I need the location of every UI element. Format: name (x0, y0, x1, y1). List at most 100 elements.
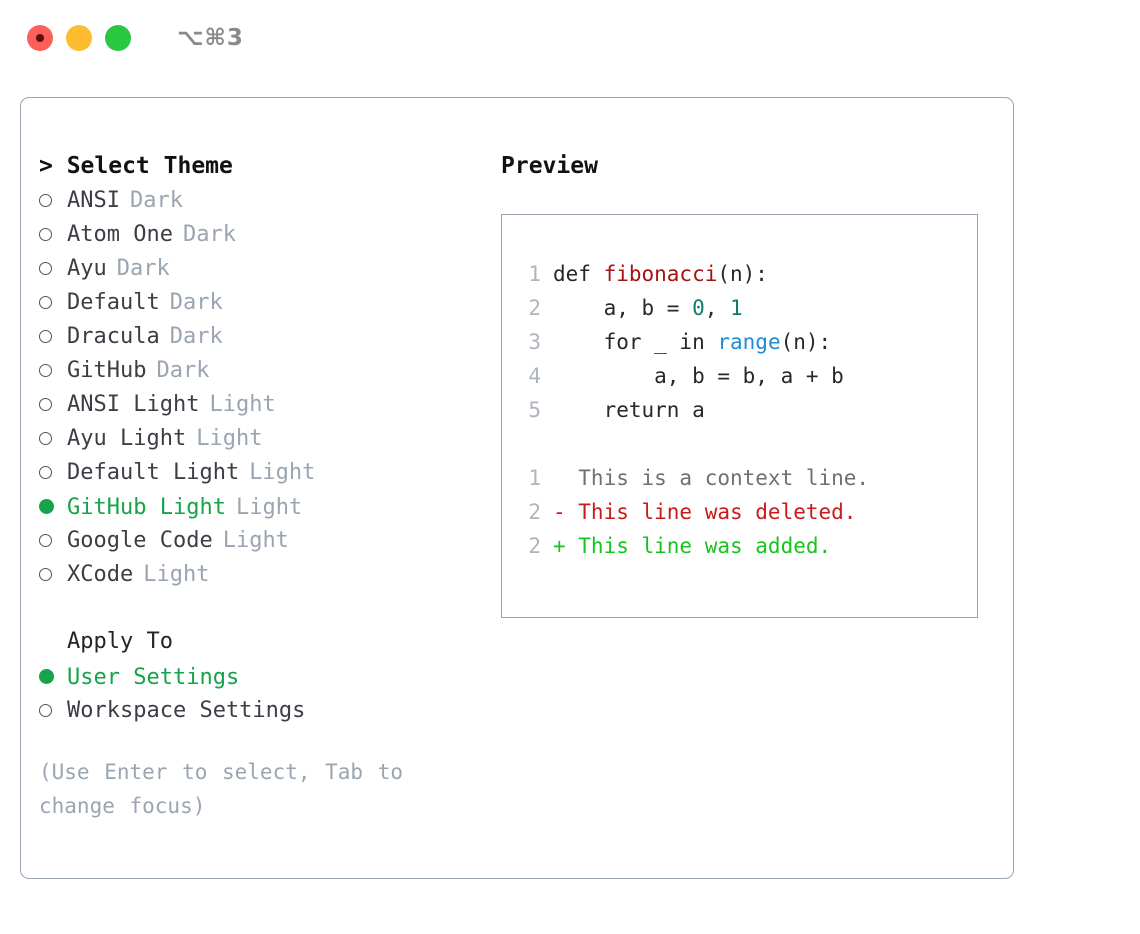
radio-unselected-icon[interactable] (39, 693, 67, 727)
radio-dot (39, 193, 52, 207)
radio-unselected-icon[interactable] (39, 319, 67, 353)
radio-unselected-icon[interactable] (39, 523, 67, 557)
radio-unselected-icon[interactable] (39, 285, 67, 319)
theme-list-item[interactable]: GitHub Light Light (39, 489, 489, 523)
theme-name-label: XCode (67, 561, 134, 587)
apply-to-label: Workspace Settings (67, 697, 306, 723)
radio-dot (39, 227, 52, 241)
apply-to-list-item[interactable]: User Settings (39, 659, 489, 693)
diff-line: 1 This is a context line. (515, 461, 869, 495)
theme-name-label: Google Code (67, 527, 213, 553)
theme-variant-label: Dark (156, 357, 210, 383)
theme-name-label: Default (67, 289, 160, 315)
theme-list-item[interactable]: ANSI Light Light (39, 387, 489, 421)
title-bar: ⌥⌘3 (0, 0, 1140, 76)
code-token: def (553, 262, 604, 286)
code-token: for _ in (553, 330, 718, 354)
theme-variant-label: Light (222, 527, 289, 553)
code-line-number: 1 (528, 466, 541, 490)
maximize-button[interactable] (105, 25, 131, 51)
radio-unselected-icon[interactable] (39, 387, 67, 421)
radio-dot (39, 295, 52, 309)
radio-unselected-icon[interactable] (39, 353, 67, 387)
theme-name-label: ANSI (67, 187, 120, 213)
radio-dot (39, 668, 54, 684)
theme-list-item[interactable]: Dracula Dark (39, 319, 489, 353)
radio-dot (39, 261, 52, 275)
radio-dot (39, 431, 52, 445)
close-button[interactable] (27, 25, 53, 51)
diff-line: 2+ This line was added. (515, 529, 869, 563)
keyboard-shortcut-label: ⌥⌘3 (177, 25, 244, 51)
diff-line-text: + This line was added. (553, 534, 832, 558)
radio-dot (39, 465, 52, 479)
code-token: 1 (730, 296, 743, 320)
radio-dot (39, 329, 52, 343)
radio-unselected-icon[interactable] (39, 183, 67, 217)
theme-name-label: GitHub Light (67, 494, 226, 520)
diff-line-text: This is a context line. (553, 466, 870, 490)
select-theme-header: > Select Theme (39, 153, 233, 179)
radio-unselected-icon[interactable] (39, 421, 67, 455)
diff-line: 2- This line was deleted. (515, 495, 869, 529)
code-line: 2 a, b = 0, 1 (515, 291, 869, 325)
minimize-button[interactable] (66, 25, 92, 51)
code-line-number: 2 (528, 296, 541, 320)
code-line: 4 a, b = b, a + b (515, 359, 869, 393)
radio-unselected-icon[interactable] (39, 455, 67, 489)
code-blank-line (515, 427, 869, 461)
radio-selected-icon[interactable] (39, 489, 67, 523)
code-line: 1 def fibonacci(n): (515, 257, 869, 291)
theme-variant-label: Dark (129, 187, 183, 213)
code-token: 0 (692, 296, 705, 320)
theme-variant-label: Dark (169, 323, 223, 349)
code-token: (n): (780, 330, 832, 354)
theme-list-item[interactable]: Default Dark (39, 285, 489, 319)
theme-list-item[interactable]: ANSI Dark (39, 183, 489, 217)
theme-name-label: GitHub (67, 357, 147, 383)
theme-variant-label: Light (235, 494, 303, 520)
code-line: 5 return a (515, 393, 869, 427)
theme-list-item[interactable]: GitHub Dark (39, 353, 489, 387)
radio-dot (39, 363, 52, 377)
radio-unselected-icon[interactable] (39, 557, 67, 591)
radio-unselected-icon[interactable] (39, 251, 67, 285)
theme-variant-label: Dark (169, 289, 223, 315)
code-token: (n): (717, 262, 768, 286)
radio-dot (39, 567, 52, 581)
keyboard-hint-text: (Use Enter to select, Tab to change focu… (39, 760, 404, 818)
apply-to-header: Apply To (67, 629, 173, 654)
theme-variant-label: Light (249, 459, 316, 485)
theme-list-item[interactable]: Google Code Light (39, 523, 489, 557)
theme-variant-label: Light (209, 391, 276, 417)
radio-selected-icon[interactable] (39, 659, 67, 693)
theme-name-label: Ayu (67, 255, 107, 281)
radio-dot (39, 397, 52, 411)
code-token: return a (553, 398, 705, 422)
code-token: fibonacci (603, 262, 718, 286)
code-line-number: 4 (528, 364, 541, 388)
theme-name-label: ANSI Light (67, 391, 200, 417)
theme-name-label: Dracula (67, 323, 160, 349)
recording-indicator-icon (36, 34, 44, 42)
radio-dot (39, 703, 52, 717)
code-line-number: 1 (528, 262, 541, 286)
theme-name-label: Ayu Light (67, 425, 187, 451)
radio-dot (39, 533, 52, 547)
code-token: , (704, 296, 731, 320)
code-line-number: 5 (528, 398, 541, 422)
radio-unselected-icon[interactable] (39, 217, 67, 251)
list-spacer (39, 591, 489, 625)
apply-to-list-item[interactable]: Workspace Settings (39, 693, 489, 727)
